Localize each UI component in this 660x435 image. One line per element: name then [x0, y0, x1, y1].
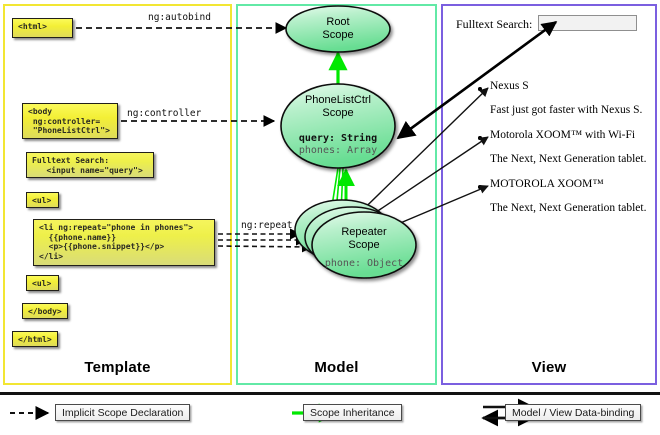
view-search-input[interactable]: [538, 15, 637, 31]
view-bullet-2: [478, 136, 482, 140]
template-box-body-open: <body ng:controller= "PhoneListCtrl">: [22, 103, 118, 139]
view-bullet-3: [478, 185, 482, 189]
template-box-li-repeat: <li ng:repeat="phone in phones"> {{phone…: [33, 219, 215, 266]
view-bullet-1: [478, 87, 482, 91]
edge-label-ng-repeat: ng:repeat: [241, 220, 293, 231]
template-box-ul-close: <ul>: [26, 275, 59, 291]
view-column: View: [441, 4, 657, 385]
model-column: Model: [236, 4, 437, 385]
template-box-fulltext-search: Fulltext Search: <input name="query">: [26, 152, 154, 178]
edge-label-ng-autobind: ng:autobind: [148, 12, 211, 23]
view-search-label: Fulltext Search:: [456, 17, 533, 31]
view-item-name-2: Motorola XOOM™ with Wi-Fi: [490, 129, 636, 141]
view-column-label: View: [531, 359, 567, 376]
view-item-name-1: Nexus S: [490, 80, 529, 92]
legend-label-implicit-scope: Implicit Scope Declaration: [55, 404, 191, 421]
template-box-ul-open: <ul>: [26, 192, 59, 208]
template-box-html-close: </html>: [12, 331, 58, 347]
legend-divider: [0, 392, 660, 395]
template-box-body-close: </body>: [22, 303, 68, 319]
legend-label-data-binding: Model / View Data-binding: [505, 404, 642, 421]
edge-label-ng-controller: ng:controller: [127, 108, 202, 119]
template-column-label: Template: [84, 359, 151, 376]
legend-label-scope-inheritance: Scope Inheritance: [303, 404, 402, 421]
view-item-snippet-3: The Next, Next Generation tablet.: [490, 202, 647, 214]
model-column-label: Model: [314, 359, 359, 376]
legend: Implicit Scope Declaration Scope Inherit…: [0, 392, 660, 435]
view-item-snippet-1: Fast just got faster with Nexus S.: [490, 104, 643, 116]
template-box-html-open: <html>: [12, 18, 73, 38]
view-item-snippet-2: The Next, Next Generation tablet.: [490, 153, 647, 165]
view-item-name-3: MOTOROLA XOOM™: [490, 178, 604, 190]
